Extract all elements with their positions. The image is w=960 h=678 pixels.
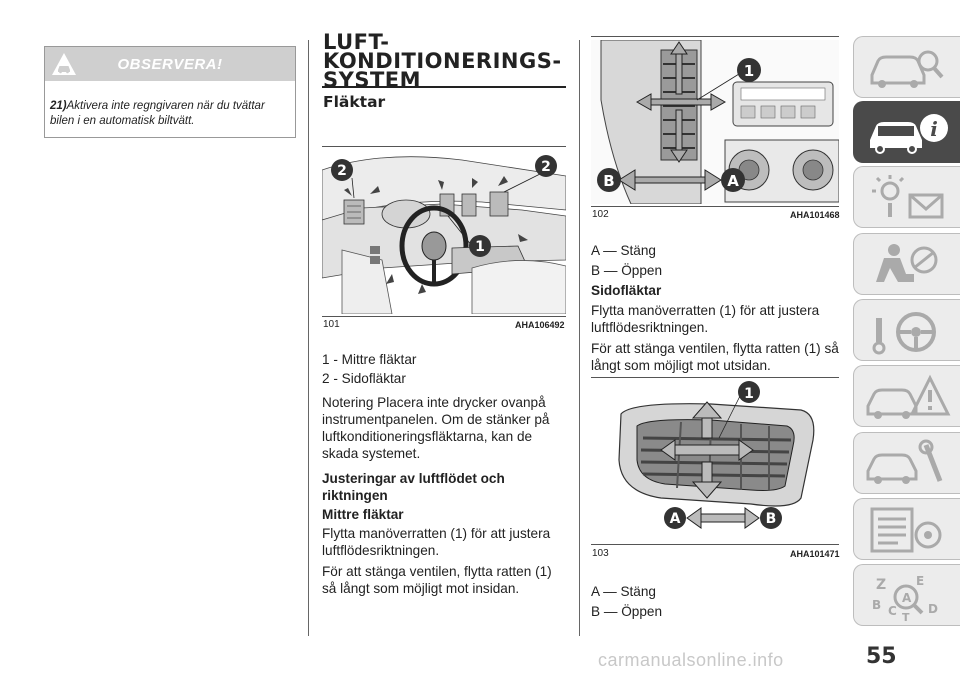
title-rule	[322, 86, 566, 88]
center-vents-para2: För att stänga ventilen, flytta ratten (…	[322, 564, 552, 596]
sidebar-tab-car-service[interactable]	[853, 432, 960, 494]
figure-102-code: AHA101468	[790, 210, 840, 220]
note-paragraph: Notering Placera inte drycker ovanpå ins…	[322, 395, 550, 461]
sidebar-tab-spec-list[interactable]	[853, 498, 960, 560]
spec-list-icon	[870, 507, 942, 553]
observera-note: 21)Aktivera inte regngivaren när du tvät…	[50, 99, 287, 129]
sidebar-tab-warning-lights[interactable]	[853, 166, 960, 228]
section-subtitle: Fläktar	[323, 93, 386, 111]
airbag-seat-icon	[876, 244, 938, 282]
fig101-callout-2b: 2	[541, 159, 551, 175]
center-vents-para1: Flytta manöverratten (1) för att justera…	[322, 526, 551, 558]
fig102-callout-a: A	[727, 172, 739, 190]
car-breakdown-icon	[866, 374, 951, 419]
column2-text: 1 - Mittre fläktar 2 - Sidofläktar Noter…	[322, 351, 568, 597]
legend-2: 2 - Sidofläktar	[322, 371, 406, 386]
figure-102-number: 102	[592, 209, 609, 220]
sidebar-tab-car-info[interactable]: i	[853, 101, 960, 163]
svg-text:A: A	[902, 591, 912, 605]
column-divider-1	[308, 40, 309, 636]
figure-103-number: 103	[592, 548, 609, 559]
section-title-line2: KONDITIONERINGS-	[323, 49, 562, 73]
legend-1: 1 - Mittre fläktar	[322, 352, 417, 367]
figure-102-center-vent-illustration: 1 B A	[591, 40, 839, 204]
adjust-heading: Justeringar av luftflödet och riktningen	[322, 471, 505, 503]
figure-102-top-rule	[591, 36, 839, 37]
side-vents-para1: Flytta manöverratten (1) för att justera…	[591, 303, 820, 335]
fig102-callout-b: B	[603, 172, 614, 190]
column3b-text: A — Stäng B — Öppen	[591, 583, 841, 620]
figure-103-code: AHA101471	[790, 549, 840, 559]
svg-text:C: C	[888, 604, 897, 618]
center-vents-heading: Mittre fläktar	[322, 507, 404, 522]
figure-101-top-rule	[322, 146, 566, 147]
observera-box: OBSERVERA! 21)Aktivera inte regngivaren …	[44, 46, 296, 138]
sidebar-tab-index[interactable]: Z E B C D T A	[853, 564, 960, 626]
car-warning-icon	[52, 53, 76, 75]
svg-text:D: D	[928, 602, 938, 616]
key-steering-icon	[872, 312, 936, 355]
index-letters-icon: Z E B C D T A	[872, 574, 938, 623]
figure-101-number: 101	[323, 319, 340, 330]
car-search-icon	[870, 50, 944, 88]
warning-lights-icon	[872, 175, 944, 219]
car-service-icon	[866, 439, 943, 484]
car-info-icon: i	[870, 114, 948, 154]
column-divider-2	[579, 40, 580, 636]
fig101-callout-2a: 2	[337, 163, 347, 179]
note-text: Aktivera inte regngivaren när du tvättar…	[50, 100, 265, 127]
fig103-callout-b: B	[766, 511, 777, 527]
watermark: carmanualsonline.info	[598, 650, 784, 670]
figure-103-side-vent-illustration: 1 A B	[591, 380, 839, 542]
figure-102-bottom-rule	[591, 206, 839, 207]
figure-103-bottom-rule	[591, 544, 839, 545]
legend-b-open: B — Öppen	[591, 263, 663, 278]
section-title: LUFT- KONDITIONERINGS- SYSTEM	[323, 30, 562, 92]
column3-text: A — Stäng B — Öppen Sidofläktar Flytta m…	[591, 242, 841, 374]
fig102-callout-1: 1	[744, 62, 754, 80]
side-vents-para2: För att stänga ventilen, flytta ratten (…	[591, 341, 839, 373]
figure-101-dashboard-illustration: 2 2 1	[322, 150, 566, 314]
svg-text:i: i	[930, 117, 938, 141]
observera-title: OBSERVERA!	[117, 56, 223, 73]
side-vents-heading: Sidofläktar	[591, 283, 662, 298]
figure-101-bottom-rule	[322, 316, 566, 317]
sidebar-tab-car-search[interactable]	[853, 36, 960, 98]
figure-103-top-rule	[591, 377, 839, 378]
note-number: 21)	[50, 100, 67, 112]
observera-header: OBSERVERA!	[45, 47, 295, 81]
sidebar-tab-key-steering[interactable]	[853, 299, 960, 361]
sidebar-tab-airbag-seat[interactable]	[853, 233, 960, 295]
svg-text:T: T	[902, 611, 910, 623]
sidebar-tab-car-breakdown[interactable]	[853, 365, 960, 427]
legend-a-close-2: A — Stäng	[591, 584, 656, 599]
fig103-callout-a: A	[670, 511, 681, 527]
legend-a-close: A — Stäng	[591, 243, 656, 258]
fig103-callout-1: 1	[744, 386, 754, 402]
page-number: 55	[866, 644, 897, 669]
svg-text:E: E	[916, 574, 924, 588]
svg-text:B: B	[872, 598, 881, 612]
legend-b-open-2: B — Öppen	[591, 604, 663, 619]
svg-text:Z: Z	[876, 577, 886, 593]
section-title-line1: LUFT-	[323, 30, 390, 54]
section-title-line3: SYSTEM	[323, 68, 422, 92]
figure-101-code: AHA106492	[515, 320, 565, 330]
fig101-callout-1: 1	[475, 239, 485, 255]
